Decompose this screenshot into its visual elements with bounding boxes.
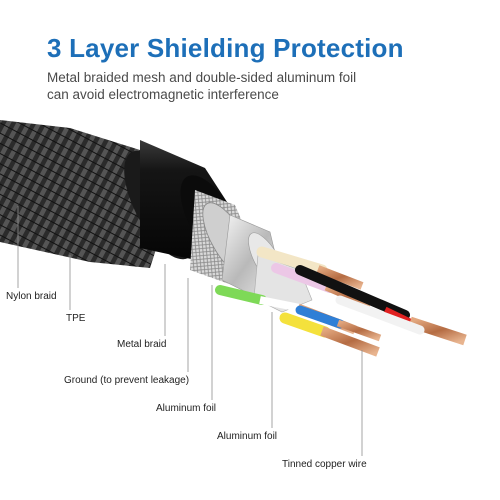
wire-bundle [215,246,467,357]
page-title: 3 Layer Shielding Protection [47,33,404,63]
label-metal-braid: Metal braid [117,339,167,350]
label-nylon-braid: Nylon braid [6,291,57,302]
subtitle-line-2: can avoid electromagnetic interference [47,87,279,102]
label-aluminum-foil-2: Aluminum foil [217,431,278,442]
label-aluminum-foil-1: Aluminum foil [156,403,217,414]
label-ground: Ground (to prevent leakage) [64,375,190,386]
subtitle-line-1: Metal braided mesh and double-sided alum… [47,70,357,85]
label-tpe: TPE [66,313,86,324]
leader-lines [17,206,363,456]
label-tinned-copper: Tinned copper wire [282,459,367,470]
